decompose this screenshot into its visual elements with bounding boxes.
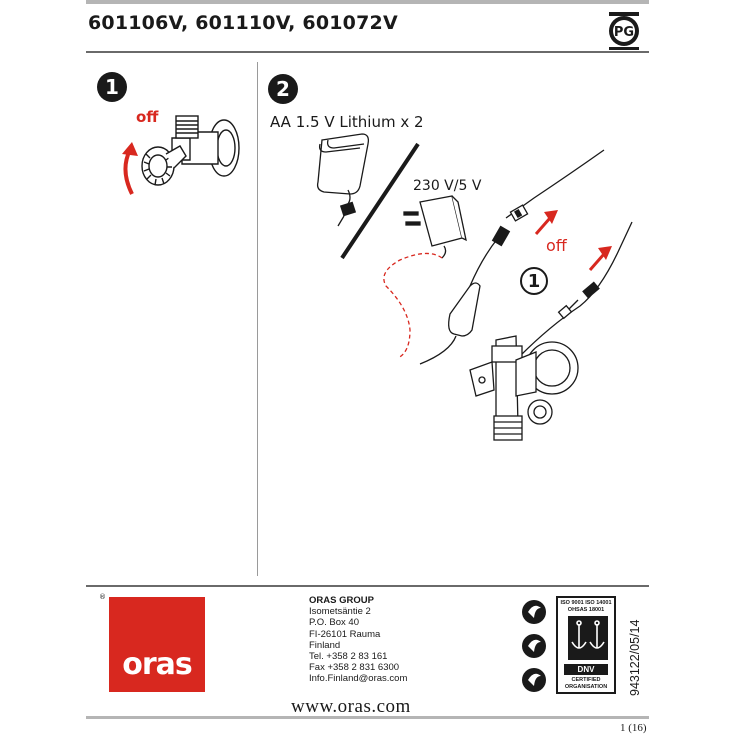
step-2-off-label: off xyxy=(546,236,567,255)
address-line-street: Isometsäntie 2 xyxy=(309,606,371,618)
step-2-reference-number: 1 xyxy=(520,267,548,295)
address-line-pobox: P.O. Box 40 xyxy=(309,617,359,629)
cert-top-line-1: ISO 9001 ISO 14001 xyxy=(560,600,612,606)
address-line-email: Info.Finland@oras.com xyxy=(309,673,408,685)
power-supply-illustration xyxy=(316,133,633,441)
page-number: 1 (16) xyxy=(620,722,647,734)
column-divider xyxy=(257,62,258,576)
website-link[interactable]: www.oras.com xyxy=(291,696,411,717)
document-code: 943122/05/14 xyxy=(628,619,642,696)
oras-logo-text: oras xyxy=(122,647,193,682)
footer-rule xyxy=(86,585,649,587)
oras-logo: oras xyxy=(109,597,205,692)
svg-text:PG: PG xyxy=(614,25,634,40)
address-line-tel: Tel. +358 2 83 161 xyxy=(309,651,388,663)
angle-valve-illustration xyxy=(122,115,240,195)
cert-bottom-text: CERTIFIED ORGANISATION xyxy=(558,677,614,690)
title-rule xyxy=(86,51,649,53)
registered-mark: ® xyxy=(99,593,106,601)
address-line-company: ORAS GROUP xyxy=(309,595,374,606)
cert-top-line-2: OHSAS 18001 xyxy=(567,606,605,613)
bottom-rule xyxy=(86,716,649,719)
adapter-label: 230 V/5 V xyxy=(413,178,482,194)
company-address: ORAS GROUP Isometsäntie 2 P.O. Box 40 FI… xyxy=(309,595,407,685)
step-1-badge: 1 xyxy=(97,72,127,102)
step-2-badge: 2 xyxy=(268,74,298,104)
cert-bottom-line-2: ORGANISATION xyxy=(564,683,608,690)
anchor-seal-icon xyxy=(568,616,608,660)
cert-bottom-line-1: CERTIFIED xyxy=(571,677,601,683)
address-line-city: FI-26101 Rauma xyxy=(309,628,381,640)
cert-dnv-label: DNV xyxy=(564,664,608,675)
dnv-certification-badge: ISO 9001 ISO 14001 OHSAS 18001 DNV CERTI… xyxy=(556,596,616,694)
step-1-off-label: off xyxy=(136,108,159,126)
battery-label: AA 1.5 V Lithium x 2 xyxy=(270,113,424,131)
address-line-fax: Fax +358 2 831 6300 xyxy=(309,662,400,674)
page-title: 601106V, 601110V, 601072V xyxy=(88,12,398,34)
pct-certification-mark-icon: PG xyxy=(609,12,639,50)
top-rule xyxy=(86,0,649,4)
address-line-country: Finland xyxy=(309,639,341,651)
ecolabel-seals-icon xyxy=(522,600,546,692)
